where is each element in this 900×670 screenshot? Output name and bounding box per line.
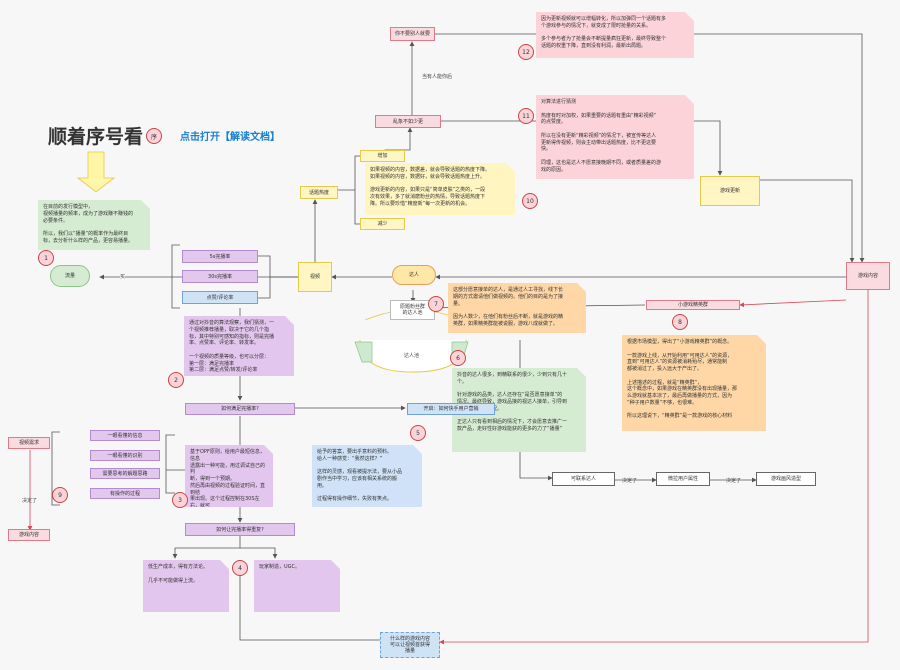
talent-node: 达人 [392, 265, 436, 285]
video-node: 视频 [298, 262, 332, 292]
content-type-1: 一眼看懂的信息 [90, 430, 160, 441]
retention-30s-node: 30s完播率 [182, 270, 258, 283]
decide-1-label: 决定了 [622, 478, 638, 484]
game-update-node: 游戏更新 [700, 176, 760, 206]
open-document-link[interactable]: 点击打开【解读文档】 [180, 132, 280, 143]
engagement-rate-node: 点赞/评论率 [182, 291, 258, 304]
heat-node: 话题热度 [300, 186, 338, 199]
decide-left-label: 决定了 [22, 498, 38, 504]
how-meet-retention-node: 如何满足完播率? [185, 403, 295, 415]
marker-4: 4 [232, 560, 248, 576]
note-3: 基于OPF原则，给用户最短信息，信息 透露出一种可能，用过调试自己的判 断，得到… [185, 445, 273, 507]
talent-pool-label: 达人池 [404, 353, 420, 359]
note-4b: 玩家制造，UGC。 [254, 560, 340, 612]
marker-9: 9 [52, 487, 68, 503]
start-recruit-talent-node: 开启：如何快手用户营销 [407, 403, 495, 415]
note-10: 如果视频的内容，数据差，就会导致话题的热度下降。 如果视频的内容，数据好，就会导… [365, 163, 515, 215]
note-12: 因为更新视频就可以增幅转化，所以加弹同一个话题有多 个游戏参与的情况下，就变成了… [536, 12, 694, 58]
rising-too-little-node: 乱象不如少更 [375, 115, 441, 128]
game-type-node: 游戏画风造型 [756, 472, 816, 486]
marker-3: 3 [172, 492, 188, 508]
marker-10: 10 [522, 193, 538, 209]
note-5: 给予的答案，要出乎意料的预料。 给人一种感觉：“我然这样？” 这样的灵感，观看被… [312, 445, 422, 507]
increase-node: 增加 [360, 150, 405, 162]
contact-talent-node: 可联系达人 [552, 472, 615, 486]
game-content-left-node: 游戏内容 [8, 529, 50, 541]
title-badge: 序 [146, 128, 162, 144]
no-love-play-node: 你不要别人就要 [390, 27, 435, 41]
content-type-4: 有操作的过程 [90, 488, 160, 499]
marker-7: 7 [428, 296, 444, 312]
marker-12: 12 [518, 44, 534, 60]
page-title: 顺着序号看 [48, 126, 144, 148]
note-1: 在目前的发行模型中， 视频播量的频率，成为了游戏赚不赚钱的 必要条件。 所以，我… [38, 200, 150, 250]
marker-8: 8 [672, 314, 688, 330]
note-11: 对算法进行猜测 热度有时对加权，如果重要的话题有重由“精彩视频” 的点赞度。 所… [536, 95, 694, 179]
note-2: 通过对抖音的算法观察，我们猜测，一 个视频推荐播量，取决于它的几个指 标，其中特… [184, 316, 294, 376]
small-core-players-node: 小游戏精英群 [646, 300, 740, 310]
recruit-player-attr-node: 微拉用户属性 [656, 472, 710, 486]
traffic-label: 流量 [64, 273, 75, 279]
marker-2: 2 [168, 372, 184, 388]
video-need-node: 视频需求 [8, 437, 50, 449]
marker-1: 1 [38, 250, 54, 266]
marker-11: 11 [518, 108, 534, 124]
content-type-3: 需要思考的解题思路 [90, 468, 160, 479]
decrease-node: 减少 [360, 218, 405, 230]
note-8: 根据市场模型，得出了“小游戏精英群”的概念。 一款游戏上线，从开始利用“可用达人… [622, 335, 766, 431]
marker-5: 5 [410, 425, 426, 441]
game-content-node: 游戏内容 [846, 262, 890, 290]
retention-5s-node: 5s完播率 [182, 250, 258, 263]
marker-6: 6 [450, 350, 466, 366]
note-4a: 低生产成本，得有方法论。 几乎不可能做得上流。 [143, 560, 229, 612]
how-produce-content-node: 如何让完播率得重复? [185, 523, 295, 536]
buy-label: 买 [120, 273, 126, 280]
bottom-note-node: 什么样的游戏内容 可以让视频首获得 播量 [380, 632, 440, 658]
decide-2-label: 决定了 [726, 478, 742, 484]
content-type-2: 一眼看懂的识别 [90, 450, 160, 461]
has-players-label: 当有人能你后 [422, 74, 453, 80]
traffic-node: 流量 [50, 265, 90, 287]
note-7: 这部分愿意接单的达人，是通过人工寻找，线下长 期的方式邀请他们做视频的。他们的目… [448, 283, 586, 333]
